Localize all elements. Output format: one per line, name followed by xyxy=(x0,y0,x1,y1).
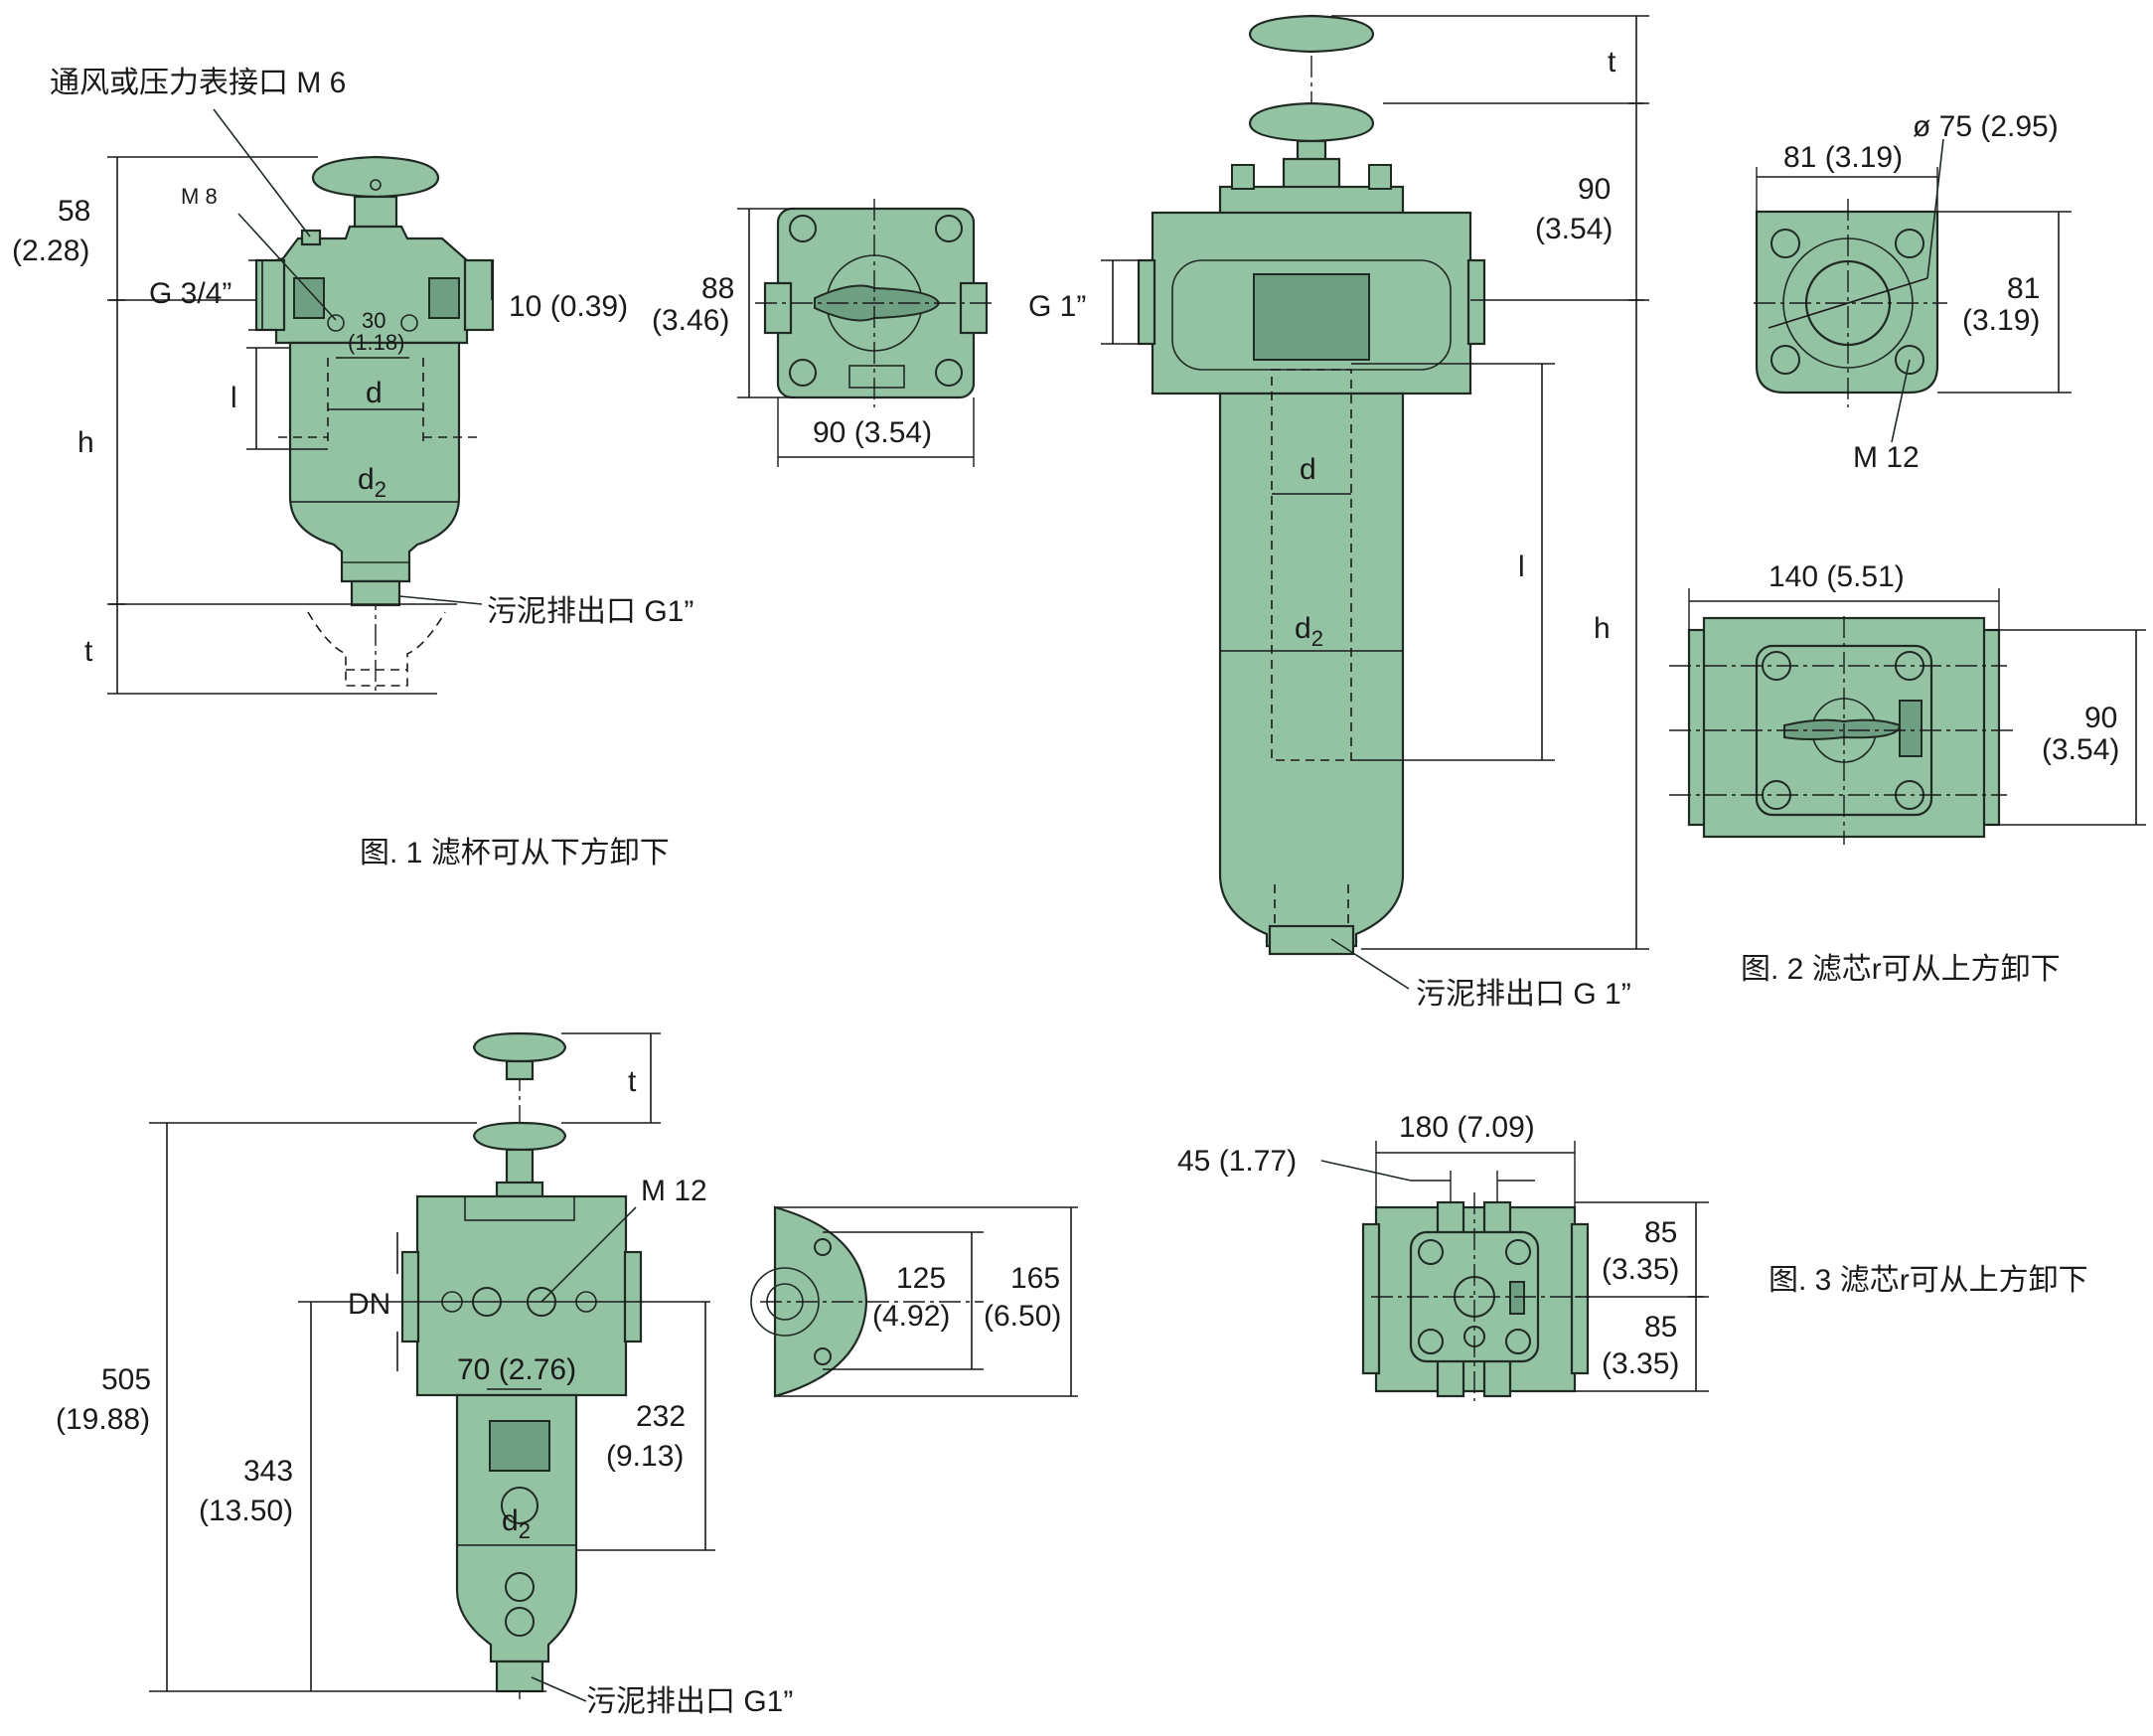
fig2-top-dim-90-inch: (3.54) xyxy=(2042,733,2119,766)
fig1-side-view xyxy=(107,108,495,696)
fig2-l-label: l xyxy=(1518,551,1525,583)
fig2-t-label: t xyxy=(1608,46,1616,79)
fig3-m12-label: M 12 xyxy=(641,1175,707,1207)
l-label: l xyxy=(231,382,237,414)
dim-125: 125 xyxy=(896,1262,946,1295)
fig2-top-dim-90: 90 xyxy=(2084,702,2117,734)
fig3-t-label: t xyxy=(628,1065,637,1098)
dim-30-inch: (1.18) xyxy=(348,330,404,355)
dim-165-inch: (6.50) xyxy=(984,1300,1061,1333)
dim-165: 165 xyxy=(1010,1262,1060,1295)
dim-88-inch: (3.46) xyxy=(652,304,729,337)
fig3-side-view xyxy=(149,1031,715,1702)
h-label: h xyxy=(77,426,94,459)
fig3-flange-labels: 125 (4.92) 165 (6.50) xyxy=(872,1262,1061,1333)
g34-label: G 3/4” xyxy=(149,277,231,310)
fig2-flange-labels: 81 (3.19) ø 75 (2.95) 81 (3.19) M 12 xyxy=(1783,110,2059,474)
fig1-top-labels: 88 (3.46) 90 (3.54) xyxy=(652,272,932,449)
fig1-top-view xyxy=(737,199,994,467)
fig2-top-view xyxy=(1669,588,2146,845)
fig3-top-view xyxy=(1320,1141,1709,1401)
fig3-flange-view xyxy=(750,1205,1078,1398)
fig3-labels: t M 12 DN 505 (19.88) 70 (2.76) 343 (13.… xyxy=(56,1065,793,1718)
fig2-m12-label: M 12 xyxy=(1853,441,1920,474)
fig1-labels: 通风或压力表接口 M 6 M 8 58 (2.28) G 3/4” 10 (0.… xyxy=(12,67,693,869)
dim-505-inch: (19.88) xyxy=(56,1403,150,1436)
dim-125-inch: (4.92) xyxy=(872,1300,950,1333)
m8-label: M 8 xyxy=(181,184,218,209)
dim-45: 45 (1.77) xyxy=(1177,1145,1297,1178)
fig2-top2-labels: 140 (5.51) 90 (3.54) xyxy=(1769,560,2119,766)
fig2-h-label: h xyxy=(1594,612,1611,645)
dim-140: 140 (5.51) xyxy=(1769,560,1905,593)
fig3-drain-label: 污泥排出口 G1” xyxy=(586,1685,793,1718)
vent-port-label: 通风或压力表接口 M 6 xyxy=(50,67,346,99)
fig2-dim-90: 90 xyxy=(1578,173,1611,206)
dim-85-lower-inch: (3.35) xyxy=(1602,1347,1679,1380)
dim-180: 180 (7.09) xyxy=(1399,1111,1535,1144)
dim-85-lower: 85 xyxy=(1644,1311,1677,1343)
dim-58: 58 xyxy=(58,195,90,228)
dim-85-upper-inch: (3.35) xyxy=(1602,1253,1679,1286)
fig2-drain-label: 污泥排出口 G 1” xyxy=(1416,978,1631,1011)
fig2-labels: t 90 (3.54) G 1” d l h d2 污泥排出口 G 1” 图. … xyxy=(1028,46,2061,1011)
fig3-top-labels: 180 (7.09) 45 (1.77) 85 (3.35) 85 (3.35)… xyxy=(1177,1111,2088,1380)
fig2-g1-label: G 1” xyxy=(1028,290,1086,323)
drain-label: 污泥排出口 G1” xyxy=(487,595,693,628)
fig2-d2-label: d2 xyxy=(1295,612,1323,651)
dim-232-inch: (9.13) xyxy=(606,1440,684,1473)
dim-81-width: 81 (3.19) xyxy=(1783,141,1903,174)
dim-343-inch: (13.50) xyxy=(199,1495,293,1527)
dim-30: 30 xyxy=(362,308,385,333)
t-label: t xyxy=(84,635,93,668)
dim-88: 88 xyxy=(701,272,734,305)
fig2-d-label: d xyxy=(1300,453,1316,486)
d2-label: d2 xyxy=(358,463,386,502)
dim-10: 10 (0.39) xyxy=(509,290,628,323)
fig2-flange-view xyxy=(1754,138,2072,443)
fig3-caption: 图. 3 滤芯r可从上方卸下 xyxy=(1769,1264,2088,1297)
fig2-caption: 图. 2 滤芯r可从上方卸下 xyxy=(1741,953,2061,986)
dim-85-upper: 85 xyxy=(1644,1216,1677,1249)
fig3-d2-label: d2 xyxy=(502,1504,531,1543)
fig2-side-view xyxy=(1101,14,1649,990)
dim-505: 505 xyxy=(101,1363,151,1396)
dim-dia-75: ø 75 (2.95) xyxy=(1913,110,2059,143)
fig3-dn-label: DN xyxy=(348,1288,390,1321)
fig1-caption: 图. 1 滤杯可从下方卸下 xyxy=(360,837,670,869)
dim-70: 70 (2.76) xyxy=(457,1353,576,1386)
dim-90-top1: 90 (3.54) xyxy=(813,416,932,449)
dim-81-height-inch: (3.19) xyxy=(1962,304,2040,337)
dim-81-height: 81 xyxy=(2007,272,2040,305)
dim-343: 343 xyxy=(243,1455,293,1488)
dim-58-inch: (2.28) xyxy=(12,235,89,267)
dim-232: 232 xyxy=(636,1400,686,1433)
fig2-dim-90-inch: (3.54) xyxy=(1535,213,1613,245)
d-label: d xyxy=(366,377,383,409)
